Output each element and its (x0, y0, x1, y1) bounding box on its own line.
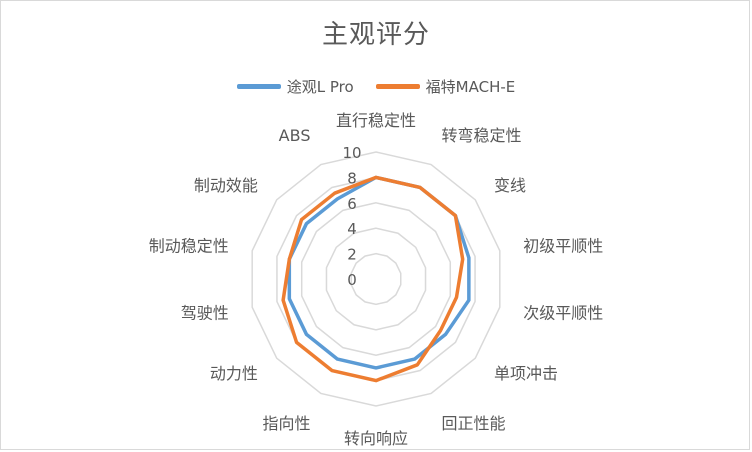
category-label-7: 回正性能 (442, 414, 506, 433)
data-point-s2-10 (295, 341, 298, 344)
data-point-s1-10 (305, 333, 308, 336)
category-label-5: 次级平顺性 (523, 304, 603, 323)
data-point-s2-8 (374, 379, 378, 382)
legend-swatch-series-2 (375, 84, 420, 89)
data-point-s2-4 (461, 258, 464, 261)
category-label-9: 指向性 (262, 414, 310, 433)
tick-label-8: 8 (347, 169, 357, 187)
grid-ring-6 (300, 202, 452, 356)
tick-label-6: 6 (347, 195, 357, 213)
data-point-s2-14 (333, 191, 336, 195)
data-point-s2-3 (454, 214, 457, 217)
data-point-s2-11 (281, 298, 285, 302)
tick-label-0: 0 (347, 271, 357, 289)
data-point-s1-8 (374, 366, 378, 370)
legend-item-series-2: 福特MACH-E (375, 76, 516, 97)
data-point-s1-9 (336, 357, 339, 361)
data-point-s2-13 (300, 218, 303, 221)
category-label-4: 初级平顺性 (523, 236, 603, 255)
legend-swatch-series-1 (236, 84, 281, 89)
category-label-10: 动力性 (210, 364, 258, 383)
tick-label-2: 2 (347, 246, 357, 264)
legend-label-series-1: 途观L Pro (286, 78, 354, 96)
grid-ring-2 (350, 252, 402, 306)
tick-label-10: 10 (342, 144, 361, 162)
data-point-s2-7 (416, 363, 419, 367)
data-point-s1-14 (336, 197, 339, 201)
data-point-s1-13 (305, 222, 308, 225)
data-point-s2-9 (330, 369, 334, 372)
data-point-s1-7 (413, 357, 416, 361)
data-point-s2-2 (418, 186, 422, 189)
category-label-1: 直行稳定性 (336, 111, 416, 130)
grid-ring-10 (251, 151, 501, 407)
category-label-14: ABS (279, 126, 311, 145)
category-label-6: 单项冲击 (494, 364, 558, 383)
category-label-3: 变线 (494, 176, 526, 195)
tick-label-4: 4 (347, 220, 357, 238)
data-point-s2-5 (455, 296, 458, 299)
data-point-s2-1 (374, 176, 378, 179)
data-point-s1-11 (288, 297, 291, 300)
category-label-8: 转向响应 (344, 429, 408, 448)
category-label-13: 制动效能 (194, 176, 258, 195)
category-label-12: 制动稳定性 (149, 236, 229, 255)
grid-ring-4 (325, 227, 427, 331)
data-point-s1-6 (444, 333, 447, 336)
category-label-2: 转弯稳定性 (442, 126, 522, 145)
data-point-s1-5 (467, 298, 471, 302)
data-point-s2-6 (439, 329, 442, 332)
category-label-11: 驾驶性 (181, 304, 229, 323)
data-point-s1-4 (467, 256, 471, 260)
series-line-2 (281, 175, 465, 383)
legend-item-series-1: 途观L Pro (236, 76, 354, 97)
legend: 途观L Pro 福特MACH-E (0, 76, 752, 97)
chart-title: 主观评分 (321, 20, 430, 50)
legend-label-series-2: 福特MACH-E (425, 78, 516, 96)
data-point-s2-12 (288, 258, 291, 261)
